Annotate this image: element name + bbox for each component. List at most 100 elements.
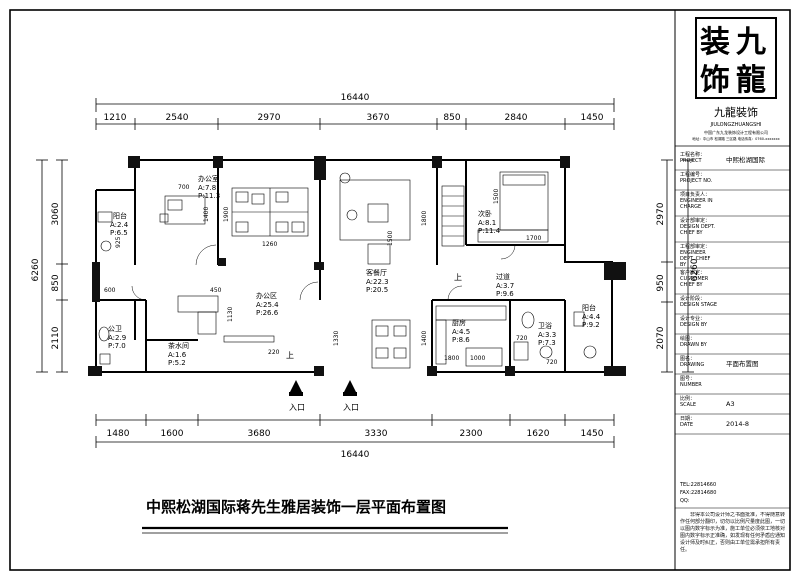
svg-text:公卫: 公卫	[108, 325, 122, 333]
svg-text:925: 925	[115, 236, 122, 248]
tb-row-label: 客户审定：	[680, 269, 705, 276]
company-full-name: 中国广东九龙装饰设计工程有限公司	[704, 129, 768, 135]
dim-top-3: 2970	[258, 113, 281, 123]
tb-row-label: 设计部审定：	[680, 217, 710, 224]
company-name-cn: 九龍裝饰	[714, 105, 758, 119]
interior-dims: 700 1400 1900 1260 1500 1700 1800 450 11…	[104, 184, 558, 366]
tb-row-label-en: CUSTOMER	[680, 276, 709, 282]
svg-text:1500: 1500	[387, 231, 394, 246]
tb-row-label: 工程编号：	[680, 171, 705, 178]
tb-row-label-en: DRAWING	[680, 362, 704, 368]
svg-text:卫浴: 卫浴	[538, 321, 552, 330]
svg-text:1130: 1130	[227, 307, 234, 322]
tb-row-label: 比例：	[680, 395, 695, 402]
dim-top-2: 2540	[166, 113, 189, 123]
svg-text:1000: 1000	[470, 355, 485, 362]
tb-row-label-en: SCALE	[680, 402, 696, 408]
tb-row-label-en: PROJECT	[680, 158, 703, 164]
svg-text:720: 720	[516, 335, 528, 342]
svg-text:1400: 1400	[421, 331, 428, 346]
dim-bottom-1: 1480	[107, 429, 130, 439]
svg-text:720: 720	[546, 359, 558, 366]
dim-bottom-7: 1450	[581, 429, 604, 439]
company-address: 地址：中山市 松湖路 三区路 电话传真：0760-xxxxxxx	[692, 136, 780, 141]
svg-text:P:20.5: P:20.5	[366, 286, 388, 294]
dim-top-total: 16440	[341, 93, 370, 103]
tb-row-label-en: DESIGN BY	[680, 322, 708, 328]
room-second-bedroom: 次卧A:8.1P:11.4	[478, 209, 501, 235]
tb-row-label: 图号：	[680, 376, 695, 382]
dim-top-7: 1450	[581, 113, 604, 123]
up-label-2: 上	[454, 273, 462, 282]
svg-text:P:7.3: P:7.3	[538, 339, 556, 347]
svg-text:A:25.4: A:25.4	[256, 301, 279, 309]
dim-right-3: 2070	[656, 326, 666, 349]
room-balcony-2: 阳台A:4.4P:9.2	[582, 303, 601, 329]
svg-text:阳台: 阳台	[113, 211, 127, 220]
svg-text:P:8.6: P:8.6	[452, 336, 470, 344]
entrance-markers: 入口 入口	[289, 380, 359, 412]
tb-row-label-en: CHARGE	[680, 204, 701, 210]
svg-text:A:7.8: A:7.8	[198, 184, 216, 192]
svg-text:A:4.5: A:4.5	[452, 328, 470, 336]
svg-text:220: 220	[268, 349, 280, 356]
entrance-label-1: 入口	[289, 403, 305, 412]
tb-row-label-en: NUMBER	[680, 382, 702, 388]
svg-text:P:9.2: P:9.2	[582, 321, 600, 329]
company-name-en: JIULONGZHUANGSHI	[709, 122, 761, 128]
dim-right-total: 6260	[690, 258, 700, 281]
svg-text:茶水间: 茶水间	[168, 341, 189, 350]
logo-glyph: 九	[736, 25, 766, 60]
dim-bottom-4: 3330	[365, 429, 388, 439]
dim-left-1: 3060	[51, 202, 61, 225]
svg-text:办公区: 办公区	[256, 291, 277, 300]
disclaimer-note: 非得本公司设计师之书面批准，不得随意转作任何部分翻印，切勿以比例尺量度此图，一切…	[680, 512, 786, 553]
svg-text:1400: 1400	[203, 207, 210, 222]
up-label-1: 上	[286, 351, 294, 360]
tb-row-label: 工程名称：	[680, 151, 705, 158]
tel: TEL:22814660	[679, 482, 716, 488]
tb-row-label: 日期：	[680, 416, 695, 422]
tb-row-value: A3	[726, 400, 735, 408]
svg-text:P:9.6: P:9.6	[496, 290, 514, 298]
columns	[88, 156, 626, 376]
room-public-toilet: 公卫A:2.9P:7.0	[108, 325, 126, 350]
tb-row-label-en: PROJECT NO.	[680, 178, 713, 184]
dim-right-2: 950	[656, 274, 666, 291]
tb-row-label: 图名：	[680, 355, 695, 362]
fax: FAX:22814680	[680, 490, 716, 496]
dim-top-1: 1210	[104, 113, 127, 123]
title-block: 装 九 饰 龍 九龍裝饰 JIULONGZHUANGSHI 中国广东九龙装饰设计…	[674, 10, 790, 570]
dim-bottom-total: 16440	[341, 450, 370, 460]
room-corridor: 过道A:3.7P:9.6	[496, 272, 514, 298]
dim-top-5: 850	[443, 113, 460, 123]
tb-row-label-en: DESIGN DEPT.	[680, 224, 715, 230]
tb-row-value: 平面布置图	[726, 359, 759, 368]
dim-top-6: 2840	[505, 113, 528, 123]
svg-text:A:2.4: A:2.4	[110, 221, 129, 229]
svg-text:450: 450	[210, 287, 222, 294]
tb-row-label: 项目负责人：	[680, 191, 710, 198]
svg-text:1800: 1800	[421, 211, 428, 226]
svg-text:A:1.6: A:1.6	[168, 351, 187, 359]
svg-text:1500: 1500	[493, 189, 500, 204]
svg-text:A:4.4: A:4.4	[582, 313, 601, 321]
svg-text:P:26.6: P:26.6	[256, 309, 279, 317]
svg-text:A:22.3: A:22.3	[366, 278, 389, 286]
tb-row-label: 设计专业：	[680, 315, 705, 322]
svg-text:P:6.5: P:6.5	[110, 229, 128, 237]
svg-text:1800: 1800	[444, 355, 459, 362]
company-logo-frame	[695, 17, 777, 99]
svg-text:1260: 1260	[262, 241, 277, 248]
svg-text:客餐厅: 客餐厅	[366, 268, 387, 277]
dim-bottom-3: 3680	[248, 429, 271, 439]
svg-text:A:8.1: A:8.1	[478, 219, 496, 227]
dim-right-1: 2970	[656, 202, 666, 225]
company-logo-glyphs: 装 九 饰 龍	[700, 25, 766, 98]
tb-row-value: 中熙松湖国际	[726, 155, 766, 164]
svg-text:600: 600	[104, 287, 116, 294]
